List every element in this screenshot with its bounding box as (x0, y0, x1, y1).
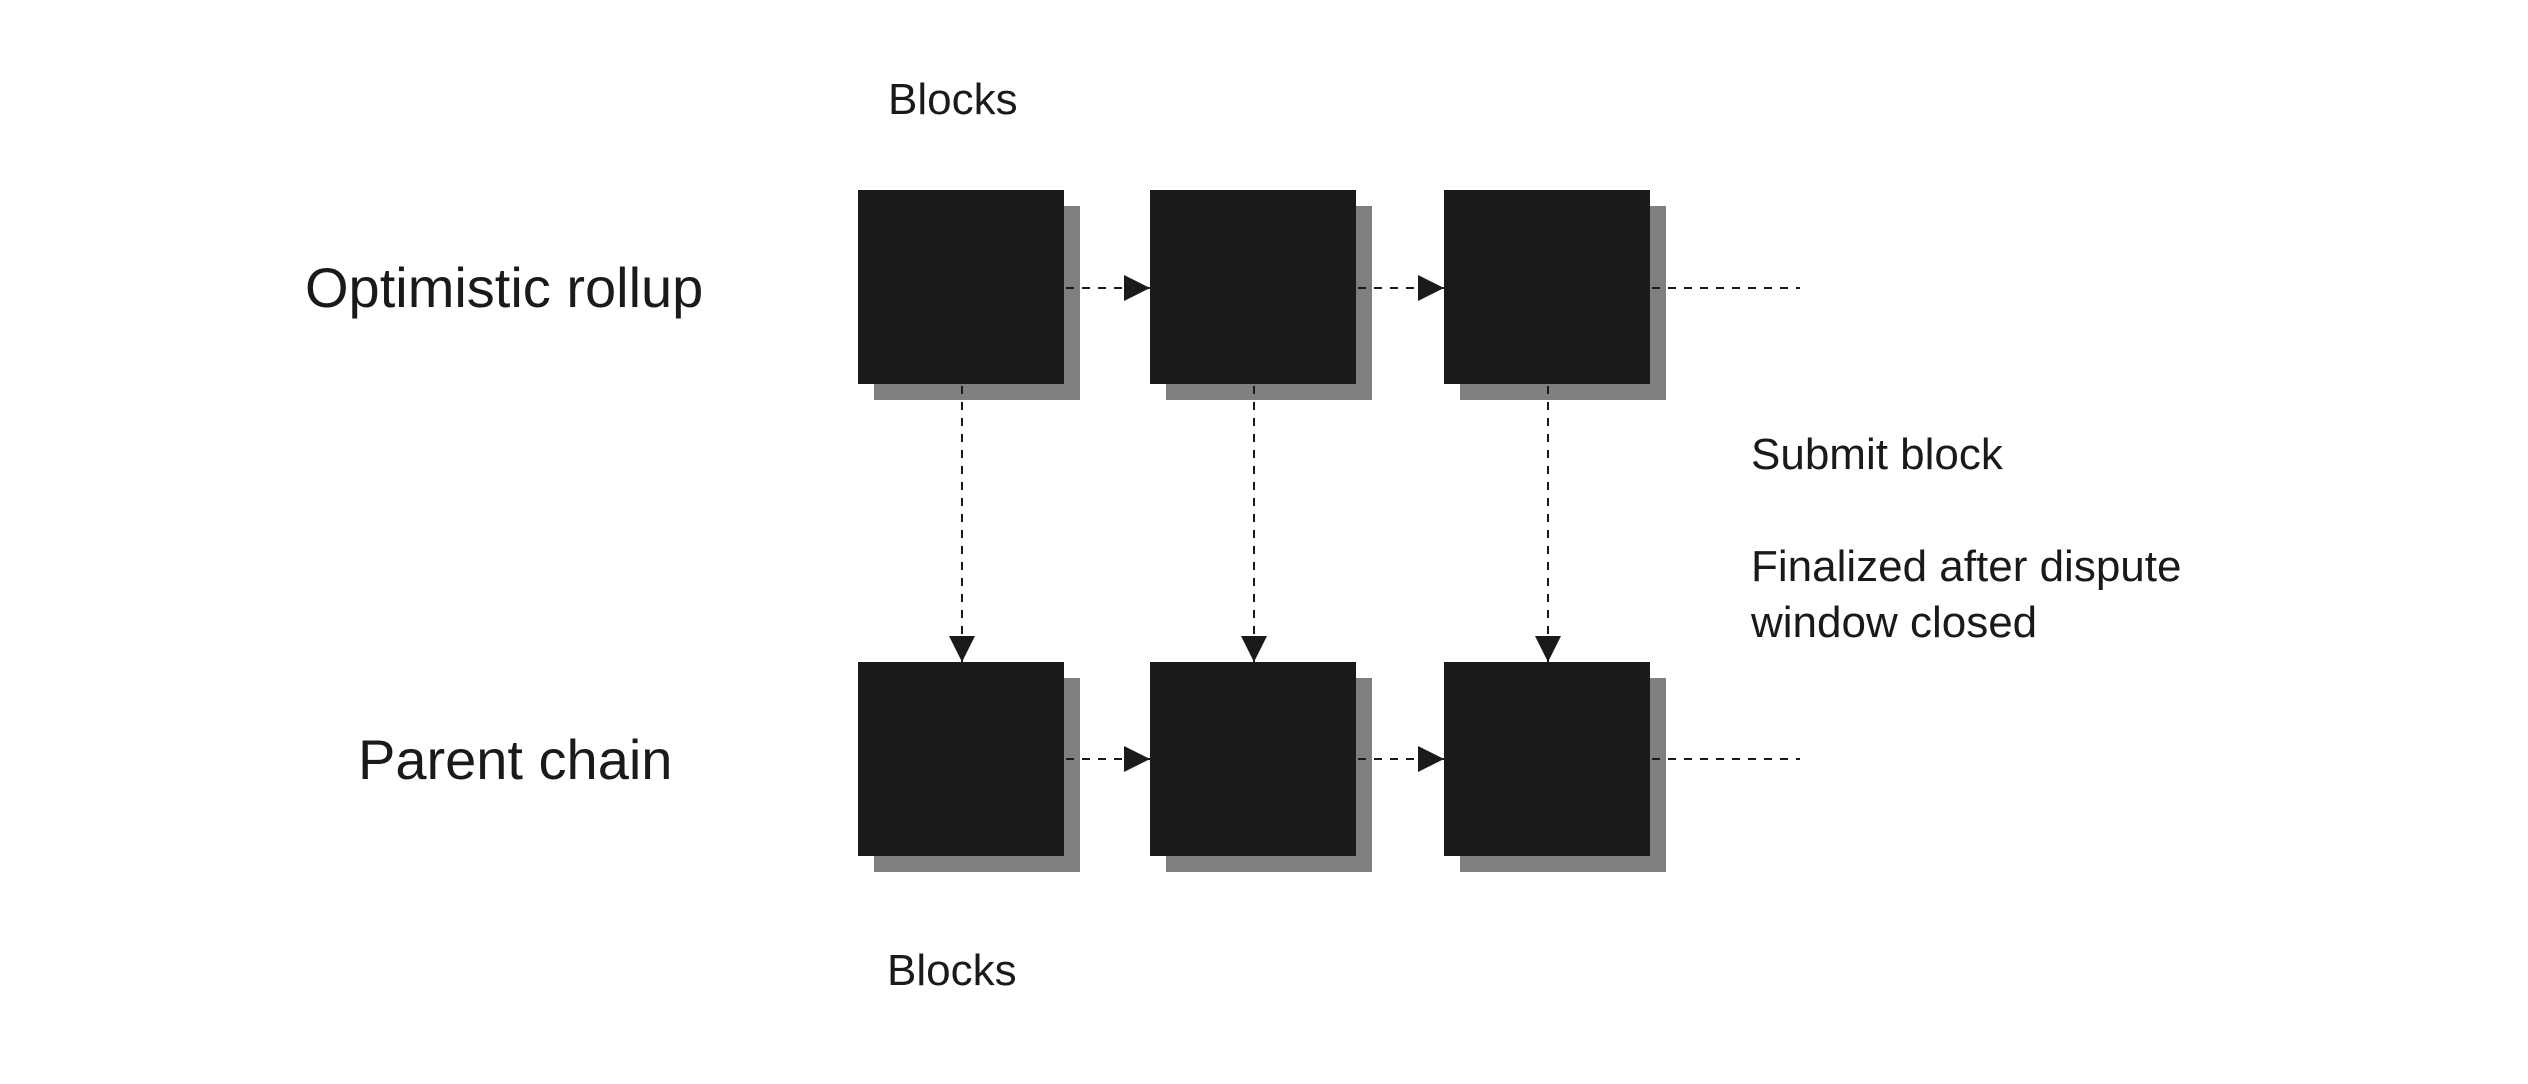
parent-block-2 (1150, 662, 1372, 872)
rollup-block-1 (858, 190, 1080, 400)
block (1150, 662, 1356, 856)
blocks-label-top: Blocks (888, 75, 1018, 124)
legend-finalized-line-1: Finalized after dispute (1751, 542, 2182, 591)
row-label-optimistic-rollup: Optimistic rollup (305, 256, 704, 319)
block (1150, 190, 1356, 384)
block (858, 662, 1064, 856)
row-label-parent-chain: Parent chain (358, 728, 673, 791)
rollup-block-2 (1150, 190, 1372, 400)
rollup-block-3 (1444, 190, 1666, 400)
blocks-label-bottom: Blocks (887, 946, 1017, 995)
parent-block-1 (858, 662, 1080, 872)
legend-finalized: Finalized after dispute window closed (1751, 539, 2181, 651)
block (1444, 190, 1650, 384)
legend-submit-block: Submit block (1751, 430, 2003, 479)
block (858, 190, 1064, 384)
legend-finalized-line-2: window closed (1751, 598, 2038, 647)
parent-block-3 (1444, 662, 1666, 872)
block (1444, 662, 1650, 856)
